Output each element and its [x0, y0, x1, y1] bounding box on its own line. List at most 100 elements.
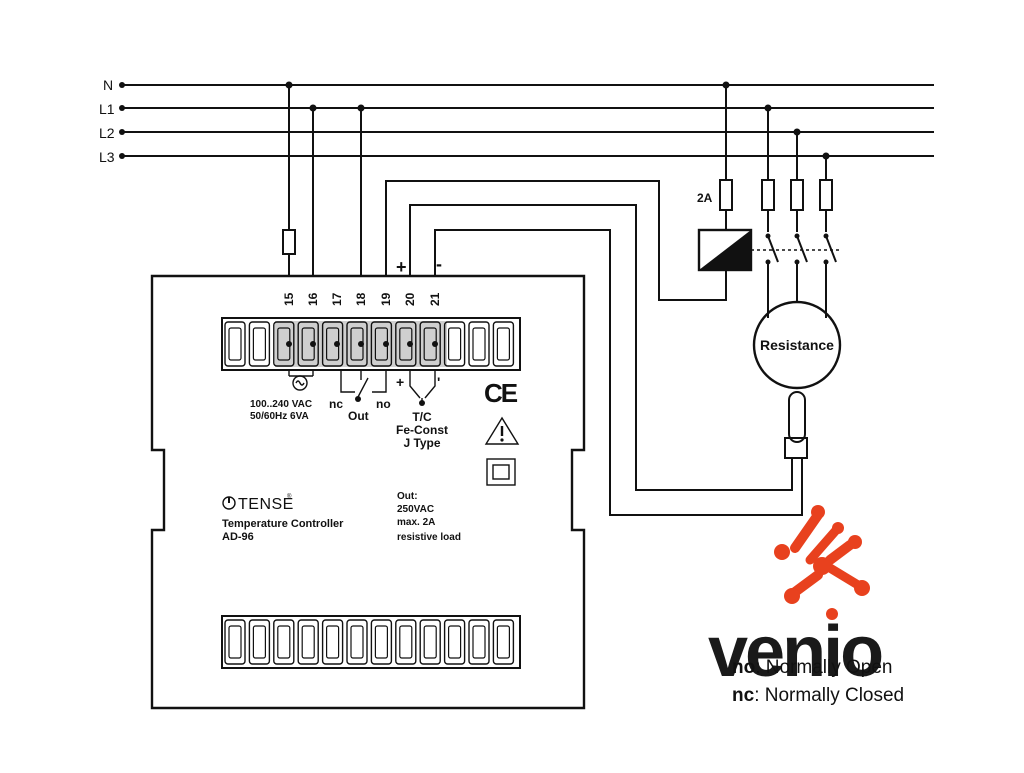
power-spec-line2: 50/60Hz 6VA [250, 411, 309, 422]
bottom-terminal-slot [297, 619, 319, 665]
terminal-17: 17 [330, 292, 344, 306]
terminal-20: 20 [403, 292, 417, 306]
top-terminal-slot [492, 321, 515, 367]
out-spec-line2: 250VAC [397, 504, 434, 515]
coil-fuse [719, 179, 733, 211]
phase-l3 [819, 152, 837, 318]
thermocouple-probe [784, 391, 808, 459]
tc-line1: T/C [412, 410, 432, 424]
line-label-l2: L2 [99, 125, 115, 141]
contactor-coil [697, 228, 753, 272]
bottom-terminal-slot-inner [448, 625, 462, 659]
bottom-terminal-slot [273, 619, 295, 665]
double-insulation-icon [486, 458, 516, 486]
bottom-terminal-slot [224, 619, 246, 665]
bottom-terminal-slot-inner [374, 625, 388, 659]
relay-nc-label: nc [329, 397, 343, 411]
terminal-18: 18 [354, 292, 368, 306]
bottom-terminal-slot-inner [399, 625, 413, 659]
terminal-19: 19 [379, 292, 393, 306]
bottom-terminal-slot [492, 619, 515, 665]
relay-out-label: Out [348, 409, 369, 423]
top-terminal-slot [468, 321, 490, 367]
power-spec-line1: 100..240 VAC [250, 399, 312, 410]
bottom-terminal-slot-inner [350, 625, 364, 659]
bottom-terminal-slot [370, 619, 393, 665]
brand-registered: ® [287, 493, 292, 500]
tense-logo: TENSE ® [222, 493, 294, 513]
tc-line3: J Type [403, 436, 440, 450]
bottom-terminal-slot [443, 619, 466, 665]
coil-fuse-rating: 2A [697, 191, 713, 205]
out-spec-line1: Out: [397, 491, 418, 502]
top-terminal-slot-inner [252, 327, 266, 361]
resistance-label: Resistance [760, 337, 834, 353]
legend: no: Normally Open nc: Normally Closed [732, 657, 904, 706]
power-symbol [288, 370, 314, 391]
terminal-screw [286, 341, 292, 347]
terminal-screw [334, 341, 340, 347]
top-terminal-strip [221, 317, 521, 371]
top-terminal-slot [419, 321, 441, 367]
line-l1: L1 [99, 101, 934, 117]
terminal-16: 16 [306, 292, 320, 306]
line-label-l3: L3 [99, 149, 115, 165]
terminal-numbers: 15 16 17 18 19 20 21 [282, 292, 442, 306]
terminal-screw [383, 341, 389, 347]
terminal-screw [407, 341, 413, 347]
bottom-terminal-slot [321, 619, 344, 665]
out-spec-line3: max. 2A [397, 517, 435, 528]
line-label-l1: L1 [99, 101, 115, 117]
venio-molecule-icon [774, 505, 870, 620]
terminal-21: 21 [428, 292, 442, 306]
bottom-terminal-slot [346, 619, 368, 665]
bottom-terminal-strip [221, 615, 521, 669]
bottom-terminal-slot-inner [228, 625, 242, 659]
relay-no-label: no [376, 397, 391, 411]
ce-mark: CE [484, 378, 518, 408]
venio-logo: venio [708, 505, 885, 692]
top-terminal-slot [443, 321, 466, 367]
bottom-terminal-slot-inner [472, 625, 486, 659]
terminal-screw [432, 341, 438, 347]
bottom-terminal-slot-inner [496, 625, 510, 659]
terminal-screw [358, 341, 364, 347]
terminal-15: 15 [282, 292, 296, 306]
controller-body: 15 16 17 18 19 20 21 + - 100..240 VAC 50… [150, 254, 586, 710]
supply-lines: N L1 L2 L3 [99, 77, 934, 165]
bottom-terminal-slot-inner [252, 625, 266, 659]
phase-l2 [790, 128, 808, 302]
top-terminal-slot [321, 321, 344, 367]
bottom-terminal-slot-inner [277, 625, 291, 659]
brand-name: TENSE [238, 496, 294, 513]
line-l2: L2 [99, 125, 934, 141]
terminal-screw [310, 341, 316, 347]
input-minus: - [436, 254, 442, 274]
bottom-terminal-slot [419, 619, 441, 665]
top-terminal-slot [395, 321, 417, 367]
top-terminal-slot [224, 321, 246, 367]
warning-icon [484, 416, 520, 445]
top-terminal-slot [346, 321, 368, 367]
top-terminal-slot-inner [448, 327, 462, 361]
top-terminal-slot-inner [496, 327, 510, 361]
wires: 2A [282, 81, 842, 516]
bottom-terminal-slot [468, 619, 490, 665]
tc-line2: Fe-Const [396, 423, 448, 437]
bottom-terminal-slot-inner [326, 625, 340, 659]
relay-contact-symbol [340, 370, 387, 402]
legend-no: no: Normally Open [732, 657, 893, 678]
bottom-terminal-slot [395, 619, 417, 665]
out-spec-line4: resistive load [397, 532, 461, 543]
venio-wordmark: venio [708, 612, 882, 692]
line-n: N [103, 77, 934, 93]
resistance-load: Resistance [752, 300, 842, 390]
legend-nc: nc: Normally Closed [732, 685, 904, 706]
ac-source-icon [292, 375, 308, 391]
input-plus: + [396, 257, 407, 277]
bottom-terminal-slot-inner [423, 625, 437, 659]
bottom-terminal-slot-inner [301, 625, 315, 659]
line-label-n: N [103, 77, 113, 93]
